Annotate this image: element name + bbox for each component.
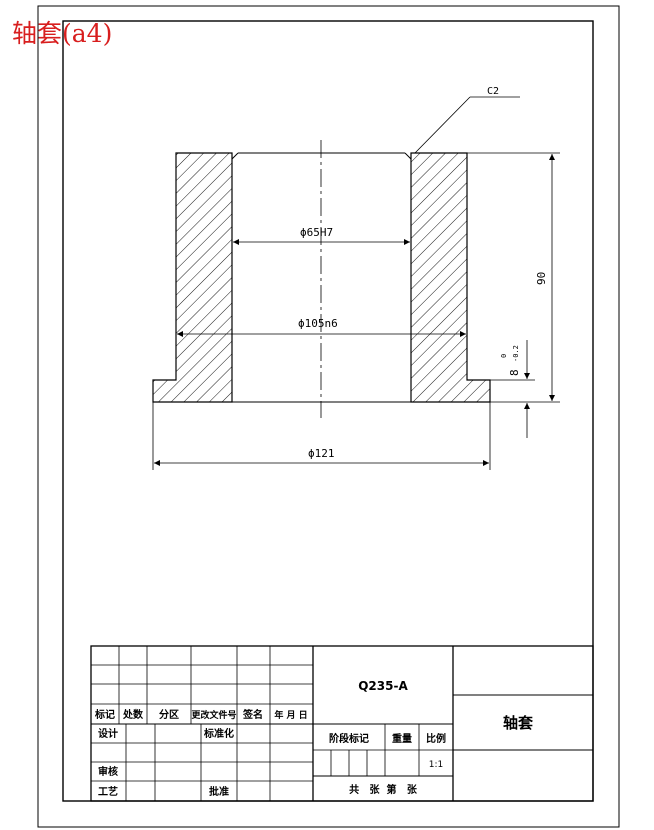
stage-mark-label: 阶段标记	[329, 732, 369, 745]
flange-thickness-label: 8	[508, 369, 521, 376]
sheet-title: 轴套(a4)	[12, 19, 112, 48]
chamfer-callout: C2	[414, 86, 520, 154]
approve-label: 批准	[209, 785, 229, 798]
title-block	[90, 645, 594, 802]
header-count: 处数	[122, 708, 144, 721]
chamfer-label: C2	[487, 86, 499, 97]
inner-dim-label: ϕ65H7	[300, 226, 333, 239]
header-zone: 分区	[159, 708, 179, 721]
inner-diameter-dimension: ϕ65H7	[233, 226, 410, 245]
outer-diameter-dimension: ϕ105n6	[177, 317, 466, 337]
standardize-label: 标准化	[203, 727, 234, 740]
material-label: Q235-A	[358, 679, 408, 693]
flange-thickness-dimension: 8 0 -0.2	[490, 340, 535, 438]
process-label: 工艺	[98, 785, 118, 798]
check-label: 审核	[98, 765, 118, 778]
part-name: 轴套	[503, 714, 534, 732]
scale-label: 比例	[426, 732, 446, 745]
title-block-text: 标记 处数 分区 更改文件号 签名 年 月 日 设计 标准化 审核 工艺 批准 …	[94, 679, 534, 798]
left-wall-hatch	[152, 152, 233, 403]
outer-border	[37, 5, 620, 828]
height-dimension: 90	[467, 152, 560, 403]
weight-label: 重量	[392, 732, 412, 745]
flange-diameter-dimension: ϕ121	[152, 402, 491, 470]
chamfer-right	[404, 152, 412, 160]
header-change-doc: 更改文件号	[191, 709, 236, 721]
flange-tol-lower: -0.2	[512, 345, 520, 362]
flange-dim-label: ϕ121	[308, 447, 335, 460]
header-date: 年 月 日	[274, 709, 307, 721]
header-signature: 签名	[242, 708, 263, 721]
sheets-label: 共 张 第 张	[349, 783, 418, 796]
height-dim-label: 90	[535, 272, 548, 285]
chamfer-left	[231, 152, 239, 160]
design-label: 设计	[98, 727, 118, 740]
header-mark: 标记	[94, 708, 115, 721]
outer-dim-label: ϕ105n6	[298, 317, 338, 330]
part-cross-section	[152, 140, 491, 418]
scale-value: 1:1	[429, 760, 443, 770]
flange-tol-upper: 0	[500, 354, 508, 358]
right-wall-hatch	[410, 152, 491, 403]
